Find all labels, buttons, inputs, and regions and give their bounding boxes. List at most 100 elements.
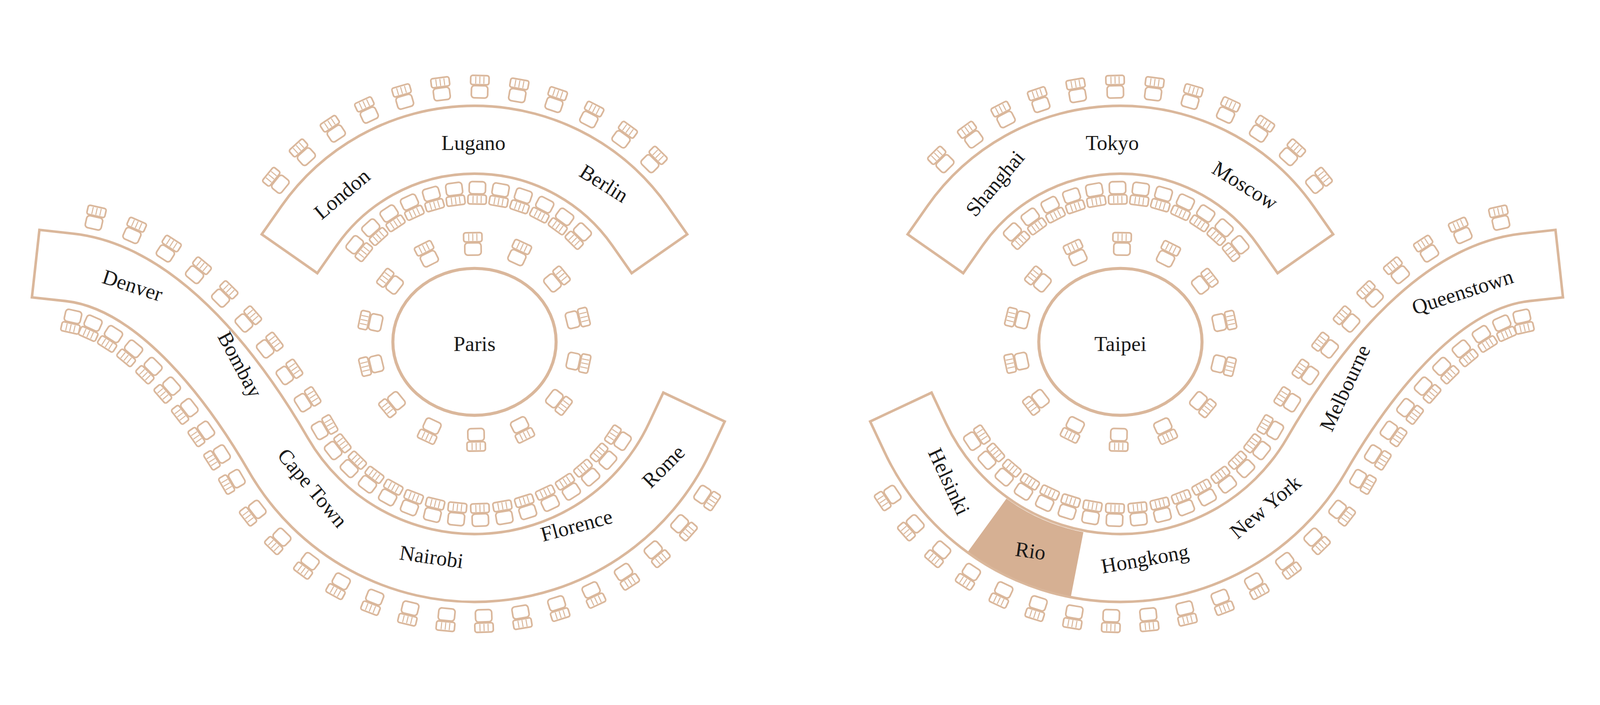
chair-slat xyxy=(541,214,545,221)
chair-back xyxy=(1496,326,1517,342)
chair-slat xyxy=(1300,363,1306,368)
chair-back xyxy=(589,442,609,463)
chair xyxy=(463,232,482,255)
chair-slat xyxy=(935,558,940,564)
chair xyxy=(1291,358,1321,387)
chair-slat xyxy=(312,398,318,402)
table-name: New York xyxy=(1223,469,1308,546)
chair-slat xyxy=(1317,339,1323,344)
chair-back xyxy=(1128,502,1147,513)
chair-slat xyxy=(1015,240,1021,246)
chair xyxy=(1101,609,1121,633)
chair-slat xyxy=(1262,422,1268,426)
chair-slat xyxy=(522,204,525,212)
chair-slat xyxy=(580,316,588,318)
chair-slat xyxy=(375,474,380,480)
chair xyxy=(1348,467,1377,495)
chair-slat xyxy=(1346,511,1352,516)
chair-slat xyxy=(1057,210,1061,217)
chair xyxy=(1221,234,1251,263)
chair-back xyxy=(554,396,573,416)
chair-slat xyxy=(596,107,600,114)
chair-slat xyxy=(937,150,942,155)
table-label: Taipei xyxy=(1092,331,1149,357)
chair-slat xyxy=(571,237,577,243)
left-room xyxy=(60,75,721,633)
chair xyxy=(1450,338,1479,367)
chair-back xyxy=(703,491,721,512)
chair-back xyxy=(1311,331,1330,352)
chair-slat xyxy=(324,419,331,423)
chair-slat xyxy=(514,202,517,209)
chair-slat xyxy=(365,603,368,610)
chair-slat xyxy=(1143,197,1144,205)
chair-slat xyxy=(1294,145,1299,151)
chair-back xyxy=(385,214,406,233)
chair-slat xyxy=(559,273,565,278)
chair-slat xyxy=(1252,438,1258,443)
chair-back xyxy=(573,458,593,478)
chair-slat xyxy=(1095,198,1097,205)
chair-slat xyxy=(247,517,253,522)
chair xyxy=(1383,256,1412,286)
chair xyxy=(344,234,373,263)
chair-seat xyxy=(1130,512,1148,526)
chair xyxy=(254,331,284,360)
chair-slat xyxy=(1225,247,1231,252)
chair-slat xyxy=(271,339,277,344)
chair-slat xyxy=(1114,504,1116,512)
chair-slat xyxy=(1501,332,1505,339)
chair-slat xyxy=(1196,486,1200,492)
chair-slat xyxy=(1118,505,1120,512)
chair-slat xyxy=(1139,197,1140,204)
chair xyxy=(218,467,247,495)
chair-slat xyxy=(1321,174,1327,179)
chair-slat xyxy=(196,260,201,266)
chair xyxy=(1056,493,1081,521)
chair xyxy=(506,239,532,267)
table-label: Rio xyxy=(1012,536,1050,566)
chair-slat xyxy=(559,611,561,618)
chair-seat xyxy=(469,181,486,194)
chair-slat xyxy=(361,315,369,317)
chair xyxy=(468,181,487,205)
chair xyxy=(1304,167,1333,196)
chair-slat xyxy=(1395,435,1402,439)
chair-slat xyxy=(979,432,985,437)
chair-back xyxy=(1027,86,1048,101)
chair-back xyxy=(1286,138,1307,158)
chair xyxy=(322,433,352,462)
chair xyxy=(1171,489,1196,517)
chair-slat xyxy=(1028,403,1034,408)
chair-slat xyxy=(429,435,433,442)
table-label: Cape Town xyxy=(270,441,354,534)
chair xyxy=(1214,96,1241,125)
chair-slat xyxy=(410,617,412,624)
chair-slat xyxy=(1194,218,1198,224)
chair-slat xyxy=(1318,543,1324,548)
chair-slat xyxy=(1110,76,1112,84)
table-name: Nairobi xyxy=(396,540,467,575)
chair-slat xyxy=(1217,236,1222,242)
chair-slat xyxy=(309,394,316,399)
table-outline xyxy=(69,267,680,568)
chair-slat xyxy=(519,498,522,506)
table-label: Hongkong xyxy=(1097,539,1193,580)
chair-slat xyxy=(221,479,228,483)
chair xyxy=(1003,351,1030,374)
chair-slat xyxy=(1024,476,1029,483)
chair-slat xyxy=(652,150,658,155)
chair-slat xyxy=(247,310,253,315)
chair-slat xyxy=(1489,339,1493,345)
chair-slat xyxy=(1344,514,1350,519)
chair-slat xyxy=(1337,316,1343,321)
round-table xyxy=(1039,268,1203,416)
chair-back xyxy=(1255,115,1276,133)
chair-slat xyxy=(901,526,907,531)
chair-seat xyxy=(1132,182,1150,196)
chair-slat xyxy=(1424,238,1429,245)
chair-slat xyxy=(1200,484,1204,490)
chair-seat xyxy=(1081,510,1100,525)
chair xyxy=(135,355,164,385)
chair-slat xyxy=(1099,197,1101,204)
